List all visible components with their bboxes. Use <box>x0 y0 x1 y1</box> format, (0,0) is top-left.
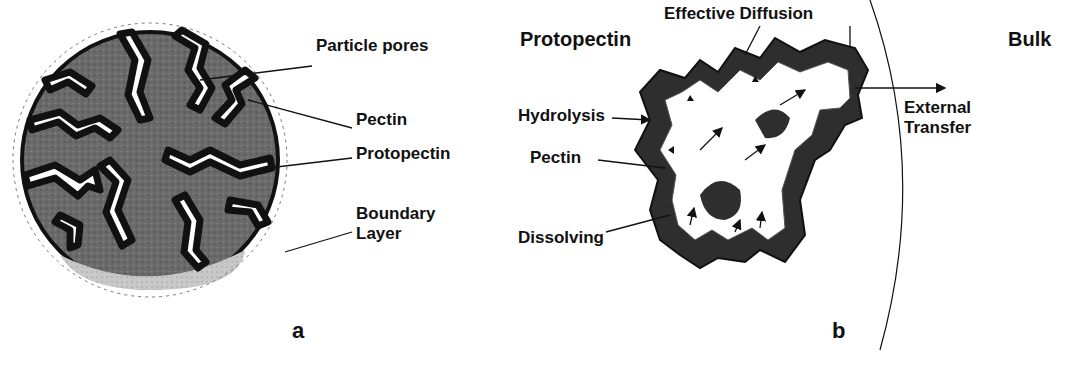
part-label: Bulk <box>1008 28 1051 51</box>
part-label: Protopectin <box>356 144 450 164</box>
part-label: Hydrolysis <box>518 106 605 126</box>
part-label: Effective Diffusion <box>664 4 813 24</box>
part-label: Pectin <box>356 110 407 130</box>
part-label: Protopectin <box>520 28 631 51</box>
part-label: External Transfer <box>904 98 1004 137</box>
particle-drawing <box>13 23 352 297</box>
part-label: Particle pores <box>316 36 428 56</box>
panel-letter: a <box>292 318 304 343</box>
part-label: Boundary Layer <box>356 204 446 243</box>
part-label: Dissolving <box>518 228 604 248</box>
panel-letter: b <box>832 318 845 343</box>
pore-drawing <box>598 0 945 350</box>
part-label: Pectin <box>530 148 581 168</box>
